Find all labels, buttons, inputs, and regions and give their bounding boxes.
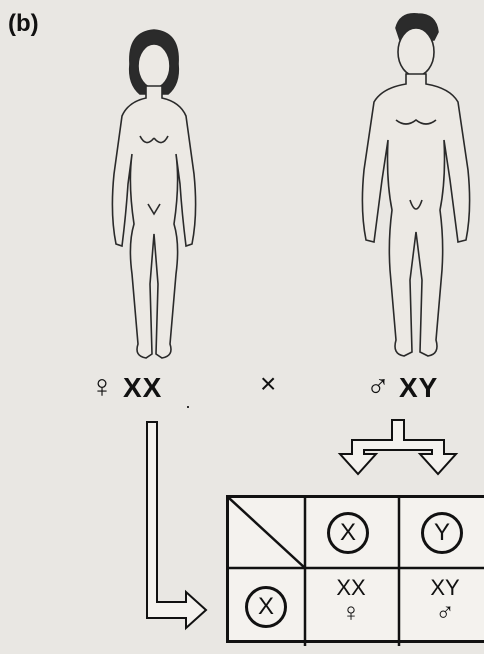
offspring-cell-male: XY ♂ xyxy=(415,576,475,624)
punnett-square: X Y X XX ♀ XY ♂ xyxy=(226,495,484,643)
male-gamete-arrow xyxy=(340,420,456,474)
male-gamete-x: X xyxy=(327,512,369,554)
male-symbol: ♂ xyxy=(415,600,475,624)
male-gamete-y: Y xyxy=(421,512,463,554)
female-gamete-x: X xyxy=(245,586,287,628)
female-symbol: ♀ xyxy=(321,600,381,624)
offspring-cell-female: XX ♀ xyxy=(321,576,381,624)
female-gamete-arrow xyxy=(147,422,206,628)
